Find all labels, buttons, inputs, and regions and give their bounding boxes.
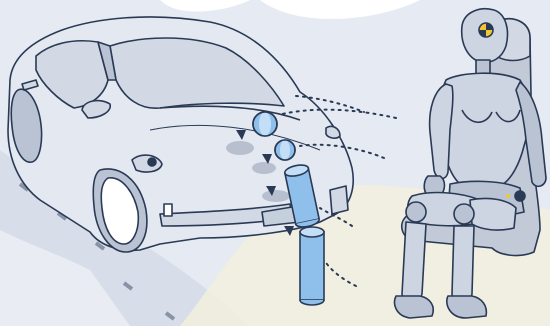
legform-impactor-icon — [283, 164, 325, 306]
road-markings — [18, 182, 176, 321]
trajectory-arrow-icon — [281, 95, 397, 287]
arrow-heads — [236, 130, 294, 236]
car-icon — [7, 16, 354, 253]
dummy-marker-icon — [478, 22, 494, 38]
impact-shadows — [226, 141, 290, 202]
crash-test-dummy-icon — [393, 8, 547, 319]
headform-impactor-icon — [252, 111, 296, 161]
